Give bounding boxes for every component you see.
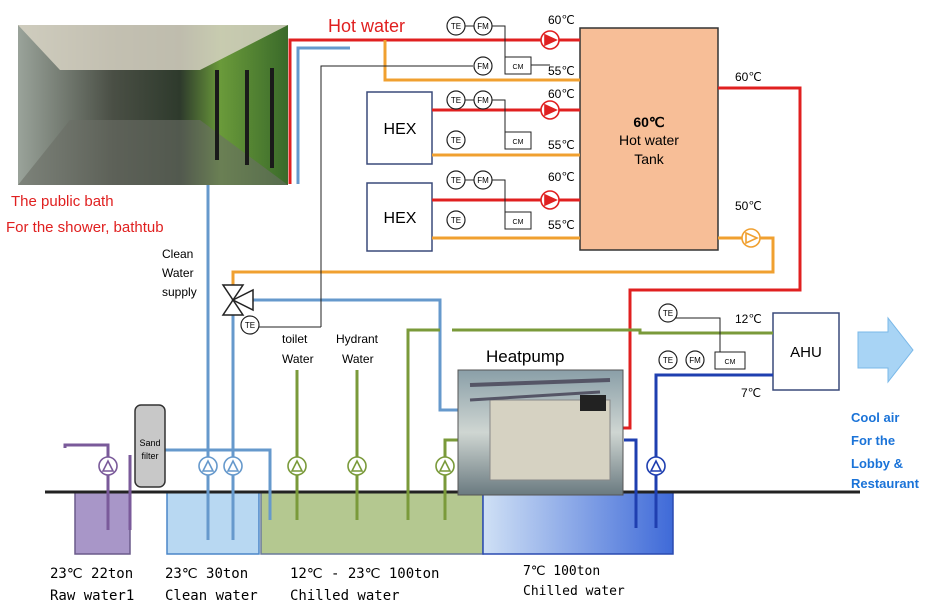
- clean-water-supply-label-1: Clean: [162, 247, 193, 261]
- svg-text:FM: FM: [477, 176, 489, 185]
- three-way-valve: [221, 284, 254, 316]
- svg-text:7℃: 7℃: [741, 386, 761, 400]
- svg-text:CM: CM: [513, 64, 524, 71]
- sand-filter: [134, 404, 166, 488]
- tank-label-3: Tank: [634, 151, 665, 167]
- svg-text:FM: FM: [477, 22, 489, 31]
- svg-text:55℃: 55℃: [548, 138, 575, 152]
- hydrant-label-2: Water: [342, 352, 374, 366]
- heatpump-photo: [457, 369, 624, 496]
- cool-air-label-4: Restaurant: [851, 476, 920, 491]
- public-bath-photo: [18, 25, 288, 185]
- svg-text:Chilled water: Chilled water: [523, 584, 625, 599]
- hex-box-2: [366, 182, 433, 252]
- tank-label-2: Hot water: [619, 132, 679, 148]
- ahu-label: AHU: [790, 344, 822, 361]
- public-bath-label-2: For the shower, bathtub: [6, 219, 164, 236]
- cool-air-label-1: Cool air: [851, 410, 899, 425]
- tank-labels: 23℃ 22ton Raw water1 23℃ 30ton Clean wat…: [50, 564, 625, 604]
- svg-text:60℃: 60℃: [735, 70, 762, 84]
- toilet-label-2: Water: [282, 352, 314, 366]
- svg-text:50℃: 50℃: [735, 199, 762, 213]
- return-pump: [741, 228, 761, 248]
- svg-text:Raw water1: Raw water1: [50, 588, 134, 604]
- svg-text:55℃: 55℃: [548, 64, 575, 78]
- svg-text:TE: TE: [663, 356, 673, 365]
- temperature-labels: 60℃ 55℃ 60℃ 55℃ 60℃ 55℃ 60℃ 50℃ 12℃ 7℃: [548, 13, 762, 400]
- svg-text:7℃ 100ton: 7℃ 100ton: [523, 564, 600, 579]
- svg-text:55℃: 55℃: [548, 218, 575, 232]
- sand-filter-label-1: Sand: [139, 438, 160, 448]
- svg-text:CM: CM: [513, 139, 524, 146]
- svg-text:23℃ 22ton: 23℃ 22ton: [50, 566, 133, 582]
- hot-pumps: [540, 30, 560, 210]
- svg-text:12℃: 12℃: [735, 312, 762, 326]
- chilled-pipes: [295, 328, 773, 520]
- hot-water-tank: [579, 27, 719, 251]
- tank-label-1: 60℃: [633, 114, 665, 130]
- svg-text:Chilled water: Chilled water: [290, 588, 400, 604]
- svg-text:12℃ - 23℃ 100ton: 12℃ - 23℃ 100ton: [290, 566, 439, 582]
- cool-air-label-3: Lobby &: [851, 456, 903, 471]
- ground-pumps: [98, 456, 666, 476]
- cool-air-label-2: For the: [851, 433, 895, 448]
- svg-text:TE: TE: [451, 136, 461, 145]
- raw-pipes: [63, 443, 132, 530]
- sensor-labels: TE FM FM TE FM TE TE FM TE TE TE TE FM C…: [245, 22, 736, 366]
- clean-water-supply-label-3: supply: [162, 285, 197, 299]
- svg-text:Clean water: Clean water: [165, 588, 258, 604]
- public-bath-label-1: The public bath: [11, 193, 114, 210]
- hex-label-1: HEX: [384, 121, 417, 138]
- svg-text:CM: CM: [725, 359, 736, 366]
- toilet-label-1: toilet: [282, 332, 308, 346]
- svg-text:TE: TE: [451, 96, 461, 105]
- svg-text:TE: TE: [451, 176, 461, 185]
- sensors: [240, 16, 746, 370]
- heatpump-label: Heatpump: [486, 347, 564, 366]
- svg-text:23℃ 30ton: 23℃ 30ton: [165, 566, 248, 582]
- svg-text:TE: TE: [245, 321, 255, 330]
- svg-text:60℃: 60℃: [548, 87, 575, 101]
- clean-water-tank: [166, 491, 260, 555]
- sand-filter-label-2: filter: [141, 451, 158, 461]
- hex-box-1: [366, 91, 433, 165]
- clean-water-supply-label-2: Water: [162, 266, 194, 280]
- hex-label-2: HEX: [384, 210, 417, 227]
- hot-water-label: Hot water: [328, 16, 405, 36]
- raw-water-tank: [74, 491, 131, 555]
- svg-text:TE: TE: [663, 309, 673, 318]
- svg-text:FM: FM: [477, 62, 489, 71]
- svg-text:FM: FM: [477, 96, 489, 105]
- clean-water-pipes: [160, 46, 462, 540]
- ahu-box: [772, 312, 840, 391]
- cold-pipes: [624, 373, 773, 528]
- svg-text:60℃: 60℃: [548, 170, 575, 184]
- svg-text:TE: TE: [451, 216, 461, 225]
- svg-text:CM: CM: [513, 219, 524, 226]
- hydrant-label-1: Hydrant: [336, 332, 379, 346]
- svg-text:FM: FM: [689, 356, 701, 365]
- svg-text:TE: TE: [451, 22, 461, 31]
- svg-text:60℃: 60℃: [548, 13, 575, 27]
- cool-air-arrow: [857, 316, 914, 384]
- cold-water-tank: [482, 491, 674, 555]
- chilled-water-tank: [260, 491, 484, 555]
